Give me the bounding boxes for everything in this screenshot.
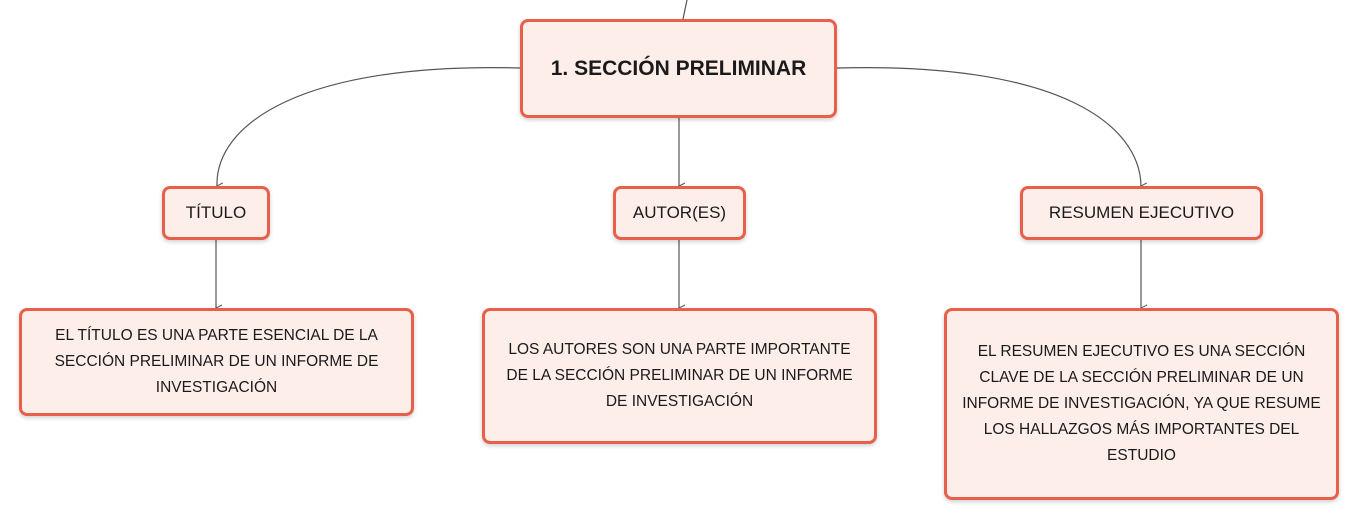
description-resumen-text: EL RESUMEN EJECUTIVO ES UNA SECCIÓN CLAV… — [962, 343, 1321, 464]
node-resumen-ejecutivo[interactable]: RESUMEN EJECUTIVO — [1020, 186, 1263, 240]
parent-connector — [682, 0, 688, 20]
description-node-resumen[interactable]: EL RESUMEN EJECUTIVO ES UNA SECCIÓN CLAV… — [944, 308, 1339, 500]
description-node-autores[interactable]: LOS AUTORES SON UNA PARTE IMPORTANTE DE … — [482, 308, 877, 444]
connector-root-resumen — [836, 67, 1141, 186]
node-autores[interactable]: AUTOR(ES) — [613, 186, 746, 240]
node-titulo[interactable]: TÍTULO — [162, 186, 270, 240]
description-autores-text: LOS AUTORES SON UNA PARTE IMPORTANTE DE … — [506, 341, 853, 410]
description-node-titulo[interactable]: EL TÍTULO ES UNA PARTE ESENCIAL DE LA SE… — [19, 308, 414, 416]
node-resumen-label: RESUMEN EJECUTIVO — [1048, 203, 1235, 222]
root-node[interactable]: 1. SECCIÓN PRELIMINAR — [520, 19, 837, 118]
description-titulo-text: EL TÍTULO ES UNA PARTE ESENCIAL DE LA SE… — [54, 327, 379, 396]
node-autores-label: AUTOR(ES) — [632, 203, 727, 222]
node-titulo-label: TÍTULO — [185, 203, 247, 222]
connector-root-titulo — [217, 67, 521, 186]
root-node-label: 1. SECCIÓN PRELIMINAR — [550, 56, 807, 80]
